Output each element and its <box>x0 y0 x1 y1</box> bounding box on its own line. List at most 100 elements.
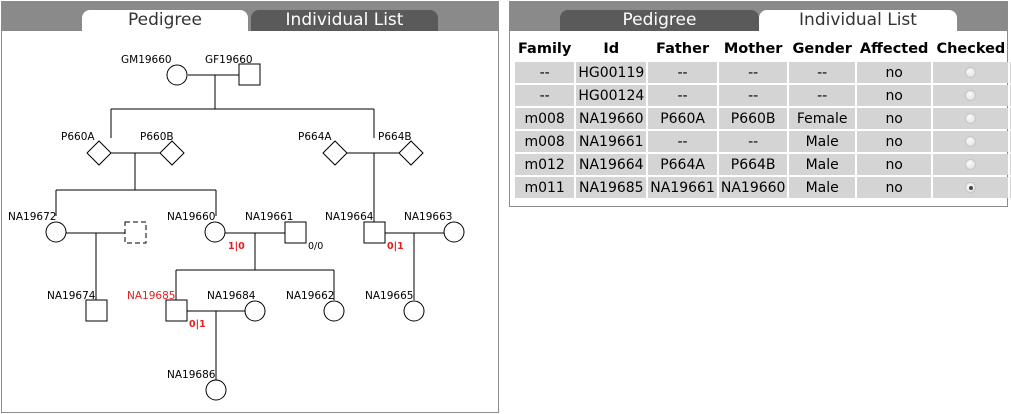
male-symbol[interactable] <box>165 299 188 322</box>
checked-radio[interactable] <box>965 159 977 170</box>
label-na19663: NA19663 <box>404 211 452 223</box>
tab-pedigree[interactable]: Pedigree <box>82 10 248 31</box>
label-p664a: P664A <box>298 131 332 143</box>
label-na19674: NA19674 <box>47 290 96 302</box>
unknown-sex-symbol[interactable] <box>86 140 112 166</box>
female-symbol[interactable] <box>403 300 425 322</box>
table-row[interactable]: m011NA19685NA19661NA19660Maleno0|1 <box>515 177 1011 198</box>
unknown-partner-symbol[interactable] <box>124 221 147 244</box>
female-symbol[interactable] <box>323 300 345 322</box>
cell-family: m008 <box>515 131 575 152</box>
column-header-id[interactable]: Id <box>603 41 620 57</box>
male-symbol[interactable] <box>363 221 386 244</box>
tab-individual-list[interactable]: Individual List <box>759 10 957 31</box>
column-header-checked[interactable]: Checked <box>936 41 1006 57</box>
cell-family: m008 <box>515 108 575 129</box>
cell-gender: -- <box>789 85 855 106</box>
cell-mother: NA19660 <box>718 177 788 198</box>
individual-table: Family Id Father Mother Gender Affected … <box>513 36 1011 200</box>
table-row[interactable]: m008NA19660P660AP660BFemaleno1|0 <box>515 108 1011 129</box>
cell-gender: Male <box>789 131 855 152</box>
female-symbol[interactable] <box>204 221 226 243</box>
cell-mother: P664B <box>718 154 788 175</box>
tab-pedigree[interactable]: Pedigree <box>560 10 759 31</box>
checked-radio[interactable] <box>965 182 977 193</box>
table-row[interactable]: --HG00124------no0|1 <box>515 85 1011 106</box>
cell-affected: no <box>856 85 932 106</box>
label-na19686: NA19686 <box>167 369 216 381</box>
column-header-family[interactable]: Family <box>518 41 572 57</box>
genotype-labels: 1|0 0/0 0|1 0|1 <box>189 241 404 330</box>
pedigree-panel: Pedigree Individual List <box>1 1 499 413</box>
cell-id: NA19660 <box>576 108 647 129</box>
table-row[interactable]: --HG00119------no1|0 <box>515 62 1011 83</box>
cell-mother: -- <box>718 85 788 106</box>
cell-id: NA19685 <box>576 177 647 198</box>
label-na19684: NA19684 <box>207 290 256 302</box>
cell-father: -- <box>648 62 717 83</box>
unknown-sex-symbol[interactable] <box>398 140 424 166</box>
right-tab-bar: Pedigree Individual List <box>510 2 1007 31</box>
cell-family: -- <box>515 62 575 83</box>
cell-father: -- <box>648 131 717 152</box>
pedigree-diagram: GM19660 GF19660 P660A P660B P664A P664B … <box>8 54 465 401</box>
cell-family: -- <box>515 85 575 106</box>
cell-affected: no <box>856 108 932 129</box>
cell-checked <box>933 154 1009 175</box>
label-na19661: NA19661 <box>245 211 293 223</box>
cell-affected: no <box>856 177 932 198</box>
checked-radio[interactable] <box>965 113 977 124</box>
column-header-affected[interactable]: Affected <box>859 41 929 57</box>
column-header-mother[interactable]: Mother <box>723 41 783 57</box>
cell-father: -- <box>648 85 717 106</box>
cell-father: NA19661 <box>648 177 717 198</box>
cell-id: HG00119 <box>576 62 647 83</box>
cell-id: NA19664 <box>576 154 647 175</box>
label-gf19660: GF19660 <box>205 54 253 66</box>
genotype-na19685: 0|1 <box>189 319 206 330</box>
label-gm19660: GM19660 <box>121 54 172 66</box>
individual-list-panel: Pedigree Individual List Family Id Fathe… <box>509 1 1011 207</box>
column-header-gender[interactable]: Gender <box>792 41 852 57</box>
genotype-na19661: 0/0 <box>308 241 323 252</box>
label-na19672: NA19672 <box>8 211 56 223</box>
cell-id: HG00124 <box>576 85 647 106</box>
cell-checked <box>933 177 1009 198</box>
cell-mother: -- <box>718 131 788 152</box>
unknown-sex-symbol[interactable] <box>159 140 185 166</box>
cell-father: P664A <box>648 154 717 175</box>
female-symbol[interactable] <box>244 300 266 322</box>
cell-checked <box>933 131 1009 152</box>
pedigree-lines <box>55 74 444 380</box>
cell-checked <box>933 62 1009 83</box>
cell-family: m011 <box>515 177 575 198</box>
cell-id: NA19661 <box>576 131 647 152</box>
cell-father: P660A <box>648 108 717 129</box>
table-row[interactable]: m012NA19664P664AP664BMaleno0|1 <box>515 154 1011 175</box>
label-na19660: NA19660 <box>167 211 215 223</box>
cell-family: m012 <box>515 154 575 175</box>
label-p660b: P660B <box>140 131 174 143</box>
tab-individual-list[interactable]: Individual List <box>251 10 438 31</box>
label-na19665: NA19665 <box>365 290 413 302</box>
unknown-sex-symbol[interactable] <box>322 140 348 166</box>
column-header-father[interactable]: Father <box>656 41 710 57</box>
label-na19685-highlighted: NA19685 <box>127 290 175 302</box>
checked-radio[interactable] <box>965 90 977 101</box>
checked-radio[interactable] <box>965 136 977 147</box>
female-symbol[interactable] <box>45 221 67 243</box>
male-symbol[interactable] <box>85 299 108 322</box>
male-symbol[interactable] <box>238 63 261 86</box>
female-symbol[interactable] <box>205 379 227 401</box>
female-symbol[interactable] <box>443 221 465 243</box>
cell-gender: Male <box>789 177 855 198</box>
female-symbol[interactable] <box>166 64 188 86</box>
male-symbol[interactable] <box>284 221 307 244</box>
cell-mother: -- <box>718 62 788 83</box>
cell-gender: -- <box>789 62 855 83</box>
cell-gender: Male <box>789 154 855 175</box>
cell-gender: Female <box>789 108 855 129</box>
checked-radio[interactable] <box>965 67 977 78</box>
cell-checked <box>933 85 1009 106</box>
